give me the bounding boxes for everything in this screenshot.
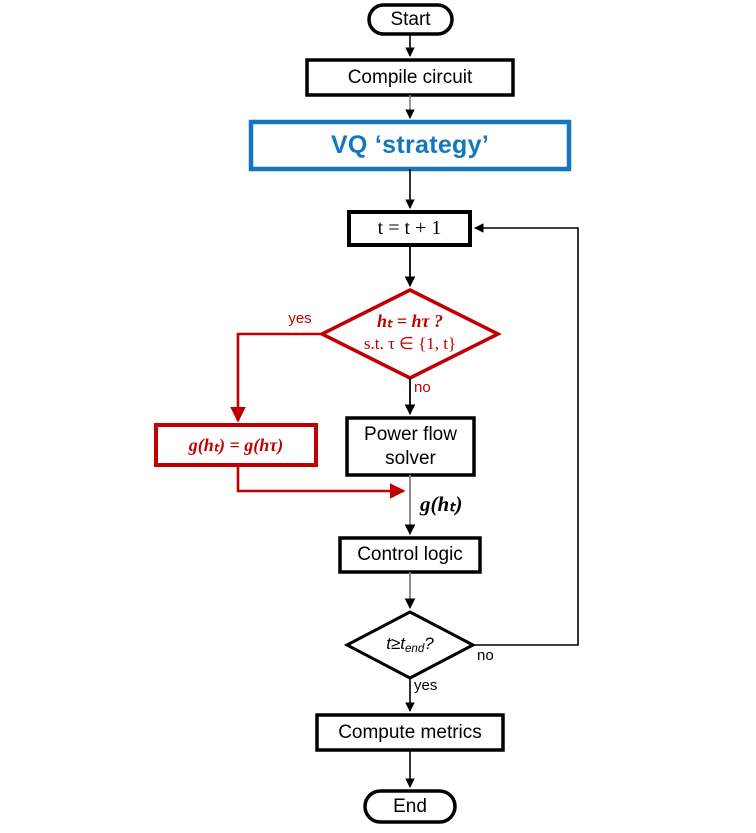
node-reuse-box-shape bbox=[154, 423, 318, 467]
node-control-logic-shape bbox=[338, 536, 482, 574]
edge-decision-h-yes bbox=[230, 332, 322, 423]
node-decision-t-shape bbox=[343, 610, 477, 680]
node-compute-metrics-shape bbox=[315, 713, 505, 752]
edge-decision-t-no-feedback bbox=[473, 223, 579, 646]
edge-reuse-box-to-main bbox=[236, 465, 406, 499]
node-decision-h-shape bbox=[318, 288, 502, 380]
node-vq-strategy-shape bbox=[248, 119, 572, 172]
node-end-shape bbox=[363, 789, 457, 824]
node-power-flow-shape bbox=[345, 416, 476, 477]
node-start-shape bbox=[367, 3, 454, 36]
node-compile-shape bbox=[305, 58, 515, 97]
node-increment-shape bbox=[347, 210, 472, 247]
